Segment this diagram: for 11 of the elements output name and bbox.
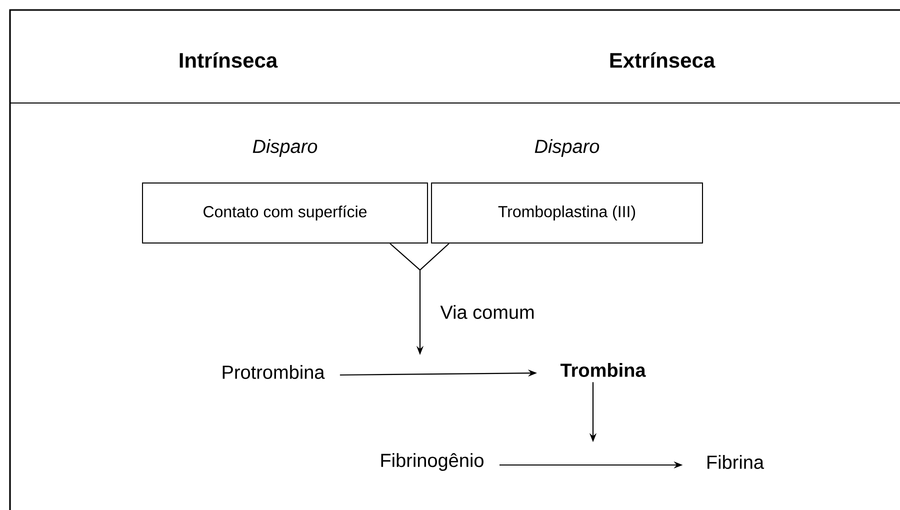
- substance-label: Fibrinogênio: [381, 453, 484, 471]
- substance-label: Trombina: [560, 363, 646, 377]
- trigger-label: Disparo: [252, 139, 318, 157]
- substance-label: Protrombina: [222, 365, 325, 379]
- column-heading: Intrínseca: [180, 52, 278, 68]
- trigger-label: Disparo: [534, 139, 600, 157]
- process-box: Tromboplastina (III): [431, 182, 703, 244]
- process-box: Contato com superfície: [142, 182, 428, 244]
- column-heading: Extrínseca: [610, 52, 716, 68]
- edge-label: Via comum: [440, 305, 534, 319]
- substance-label: Fibrina: [708, 455, 764, 469]
